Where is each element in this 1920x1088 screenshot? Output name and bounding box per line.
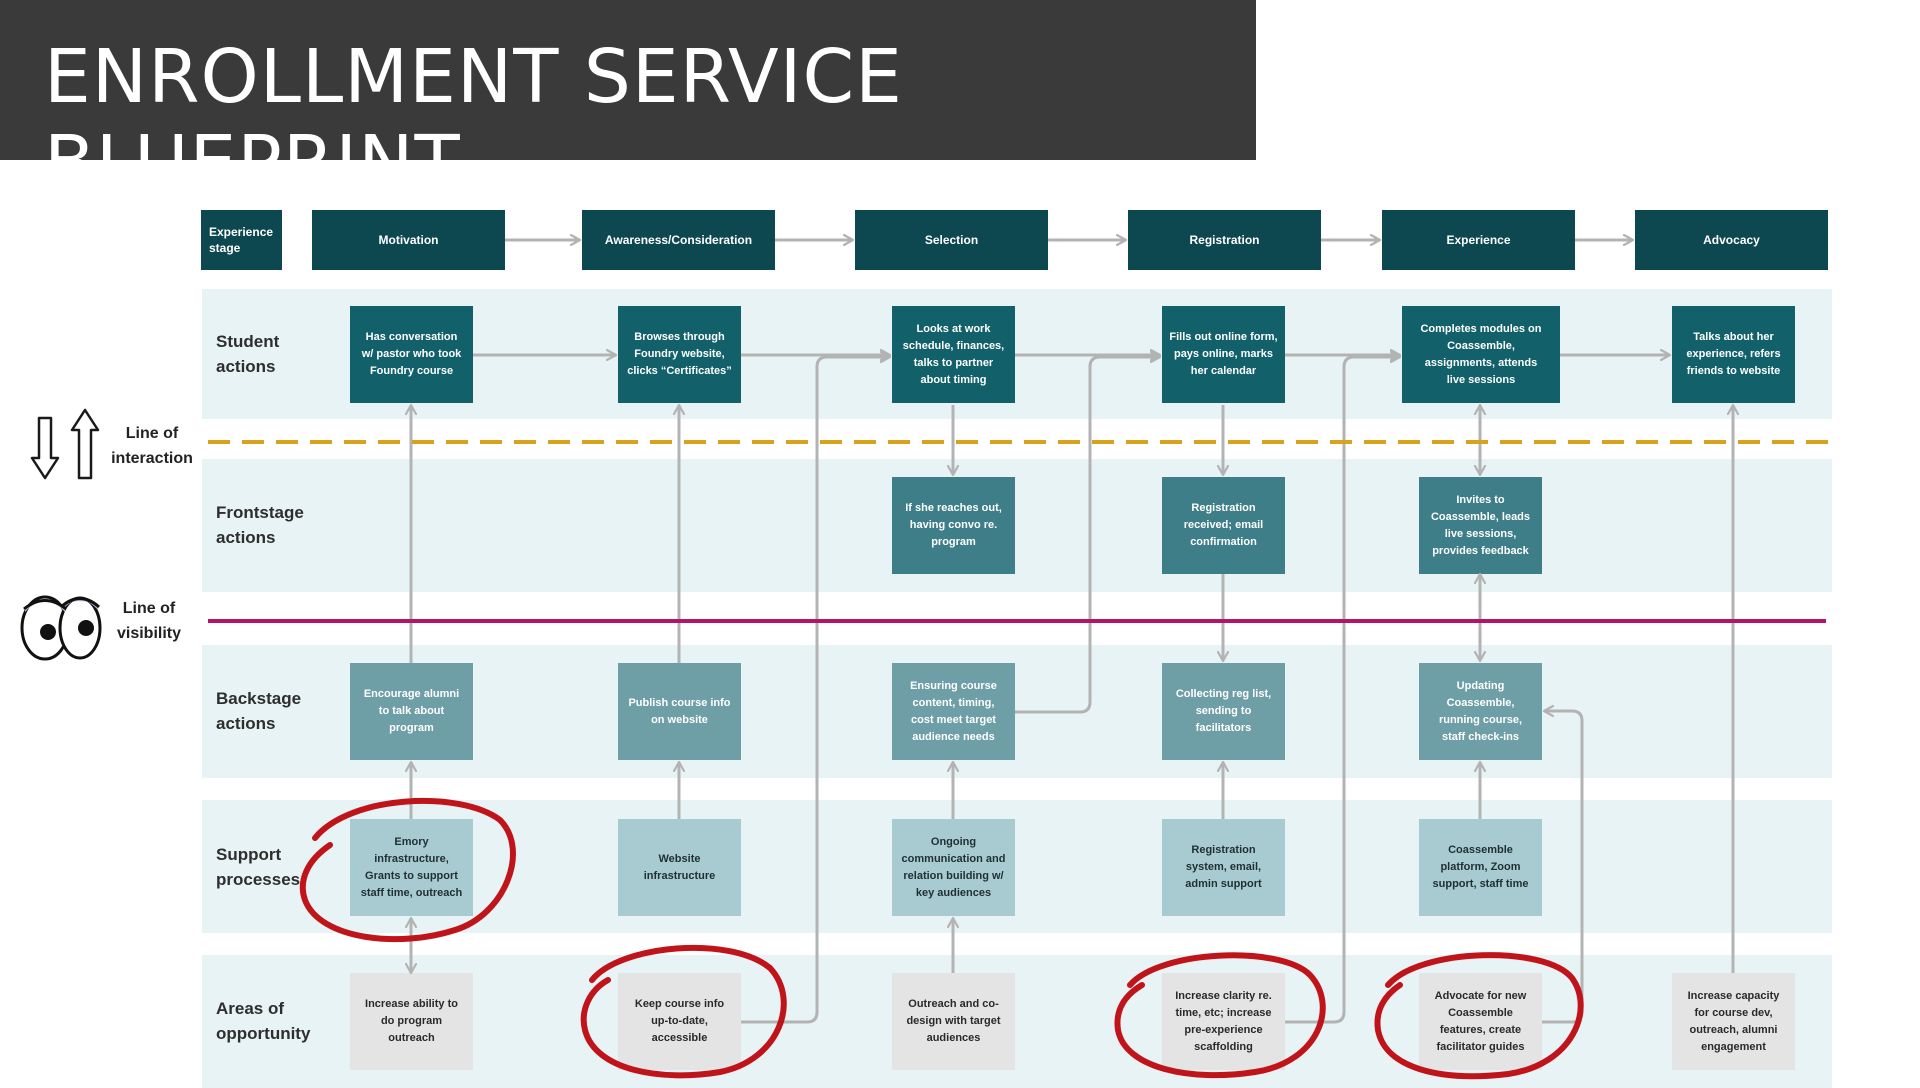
connector-elbow bbox=[741, 357, 890, 1024]
row-label-frontstage-actions: Frontstage actions bbox=[216, 503, 304, 547]
student-action-card: Looks at work schedule, finances, talks … bbox=[892, 306, 1015, 403]
backstage-action-card: Ensuring course content, timing, cost me… bbox=[892, 663, 1015, 760]
connector-elbow bbox=[1542, 711, 1584, 1024]
opportunity-card: Advocate for new Coassemble features, cr… bbox=[1419, 973, 1542, 1070]
highlight-circle bbox=[1114, 952, 1326, 1079]
highlight-circles bbox=[299, 797, 1584, 1080]
frontstage-action-card: Invites to Coassemble, leads live sessio… bbox=[1419, 477, 1542, 574]
stage-registration: Registration bbox=[1128, 210, 1321, 270]
vertical-connectors bbox=[411, 357, 1733, 1024]
highlight-circle bbox=[580, 944, 787, 1079]
stage-motivation: Motivation bbox=[312, 210, 505, 270]
backstage-action-card: Publish course info on website bbox=[618, 663, 741, 760]
opportunity-card: Outreach and co- design with target audi… bbox=[892, 973, 1015, 1070]
row-label-student-actions: Student actions bbox=[216, 332, 280, 376]
frontstage-action-card: If she reaches out, having convo re. pro… bbox=[892, 477, 1015, 574]
stage-header-label: Experience stage bbox=[201, 210, 282, 270]
backstage-action-card: Encourage alumni to talk about program bbox=[350, 663, 473, 760]
highlight-circle bbox=[1374, 952, 1584, 1080]
support-process-card: Registration system, email, admin suppor… bbox=[1162, 819, 1285, 916]
backstage-action-card: Collecting reg list, sending to facilita… bbox=[1162, 663, 1285, 760]
opportunity-card: Increase ability to do program outreach bbox=[350, 973, 473, 1070]
line-of-visibility-label: Line of visibility bbox=[116, 600, 182, 642]
title-banner: ENROLLMENT SERVICE BLUEPRINT bbox=[0, 0, 1256, 206]
support-processes-lane bbox=[202, 800, 1832, 933]
support-process-card: Ongoing communication and relation build… bbox=[892, 819, 1015, 916]
opportunity-card: Increase capacity for course dev, outrea… bbox=[1672, 973, 1795, 1070]
connector-elbow bbox=[1015, 357, 1160, 714]
stage-experience: Experience bbox=[1382, 210, 1575, 270]
student-action-card: Completes modules on Coassemble, assignm… bbox=[1402, 306, 1560, 403]
row-label-support-processes: Support processes bbox=[216, 845, 301, 889]
frontstage-action-card: Registration received; email confirmatio… bbox=[1162, 477, 1285, 574]
backstage-action-card: Updating Coassemble, running course, sta… bbox=[1419, 663, 1542, 760]
support-process-card: Emory infrastructure, Grants to support … bbox=[350, 819, 473, 916]
up-down-arrows-icon bbox=[30, 408, 100, 480]
support-process-card: Coassemble platform, Zoom support, staff… bbox=[1419, 819, 1542, 916]
frontstage-actions-lane bbox=[202, 459, 1832, 592]
connector-elbow bbox=[1285, 357, 1400, 1024]
student-action-card: Has conversation w/ pastor who took Foun… bbox=[350, 306, 473, 403]
page-title: ENROLLMENT SERVICE BLUEPRINT bbox=[44, 34, 903, 206]
row-label-backstage-actions: Backstage actions bbox=[216, 689, 302, 733]
student-action-card: Talks about her experience, refers frien… bbox=[1672, 306, 1795, 403]
stage-selection: Selection bbox=[855, 210, 1048, 270]
stage-awareness-consideration: Awareness/Consideration bbox=[582, 210, 775, 270]
opportunity-card: Increase clarity re. time, etc; increase… bbox=[1162, 973, 1285, 1070]
row-label-areas-of-opportunity: Areas of opportunity bbox=[216, 999, 311, 1043]
line-of-interaction-label: Line of interaction bbox=[111, 425, 193, 467]
highlight-circle bbox=[299, 797, 516, 943]
student-action-card: Fills out online form, pays online, mark… bbox=[1162, 306, 1285, 403]
eyes-icon bbox=[20, 595, 102, 661]
support-process-card: Website infrastructure bbox=[618, 819, 741, 916]
opportunity-card: Keep course info up-to-date, accessible bbox=[618, 973, 741, 1070]
student-action-card: Browses through Foundry website, clicks … bbox=[618, 306, 741, 403]
stage-advocacy: Advocacy bbox=[1635, 210, 1828, 270]
